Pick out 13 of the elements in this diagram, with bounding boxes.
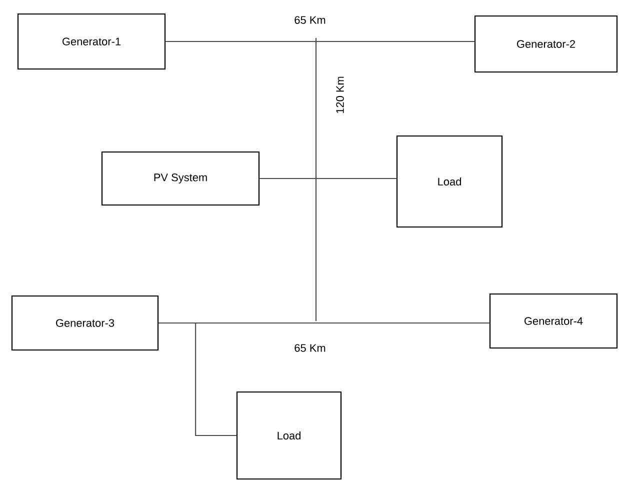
line — [166, 40, 474, 42]
component-box: Generator-2 — [474, 15, 618, 73]
component-box: Generator-4 — [489, 293, 618, 349]
component-box: Generator-3 — [11, 295, 159, 351]
component-box: PV System — [101, 151, 260, 206]
edge-label: 65 Km — [293, 15, 327, 25]
distance-label: 120 Km — [336, 76, 344, 114]
line — [158, 322, 236, 436]
line — [260, 178, 396, 180]
load-box: Load — [236, 391, 342, 480]
component-box: Generator-1 — [17, 13, 166, 70]
load-box: Load — [396, 135, 503, 228]
edge-label: 65 Km — [293, 343, 327, 353]
